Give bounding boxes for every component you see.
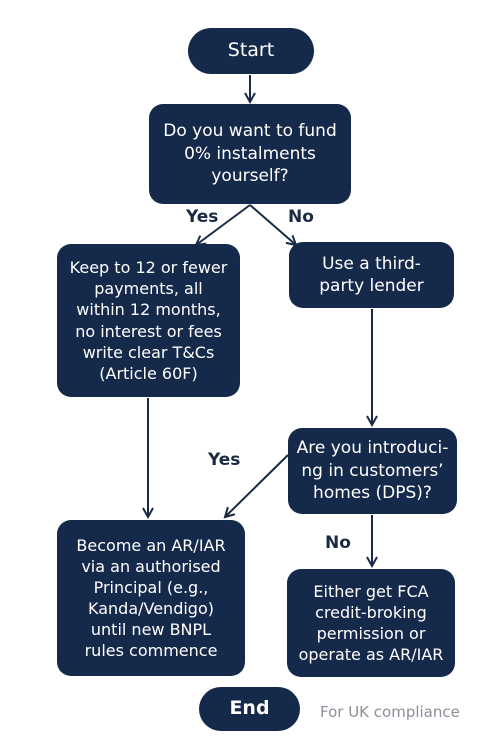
become-line-6: rules commence [84,641,218,661]
keep-line-3: within 12 months, [76,300,221,320]
third-party-line-2: party lender [319,276,424,296]
footnote: For UK compliance [320,703,460,721]
fund-question-line-2: 0% instalments [184,143,316,164]
become-line-4: Kanda/Vendigo) [88,599,214,618]
fund-question-line-1: Do you want to fund [163,121,337,142]
introducing-line-3: homes (DPS)? [313,483,432,504]
become-line-1: Become an AR/IAR [76,535,226,555]
third-party-lender-box: Use a third- party lender [289,242,454,308]
end-node: End [199,687,300,731]
become-line-2: via an authorised [81,556,221,576]
fund-instalments-question: Do you want to fund 0% instalments yours… [149,104,351,204]
fund-yes-label: Yes [186,207,219,227]
arrow-question-to-keep [196,204,251,245]
arrow-introducing-to-become [225,454,289,517]
keep-line-5: write clear T&Cs [82,342,215,362]
introducing-yes-label: Yes [208,450,241,470]
fca-permission-box: Either get FCA credit-broking permission… [287,569,455,677]
fund-question-line-3: yourself? [211,166,289,187]
introducing-in-homes-question: Are you introduci- ng in customers’ home… [288,428,457,514]
fca-line-3: permission or [316,624,426,643]
fca-line-1: Either get FCA [313,581,429,601]
keep-to-12-payments-box: Keep to 12 or fewer payments, all within… [57,244,240,397]
introducing-line-1: Are you introduci- [296,438,449,459]
introducing-no-label: No [325,533,351,553]
start-node: Start [188,28,314,74]
introducing-line-2: ng in customers’ [301,460,444,481]
fca-line-4: operate as AR/IAR [298,645,444,665]
end-label: End [229,697,270,720]
become-line-3: Principal (e.g., [93,577,209,597]
keep-line-4: no interest or fees [75,321,222,341]
keep-line-6: (Article 60F) [99,363,198,383]
become-line-5: until new BNPL [90,620,212,640]
fund-no-label: No [288,207,314,227]
keep-line-1: Keep to 12 or fewer [69,258,228,278]
fca-line-2: credit-broking [315,602,427,622]
start-label: Start [227,39,275,62]
third-party-line-1: Use a third- [322,253,421,274]
arrow-question-to-thirdparty [249,204,296,245]
become-ar-iar-box: Become an AR/IAR via an authorised Princ… [57,520,245,676]
keep-line-2: payments, all [94,279,203,299]
